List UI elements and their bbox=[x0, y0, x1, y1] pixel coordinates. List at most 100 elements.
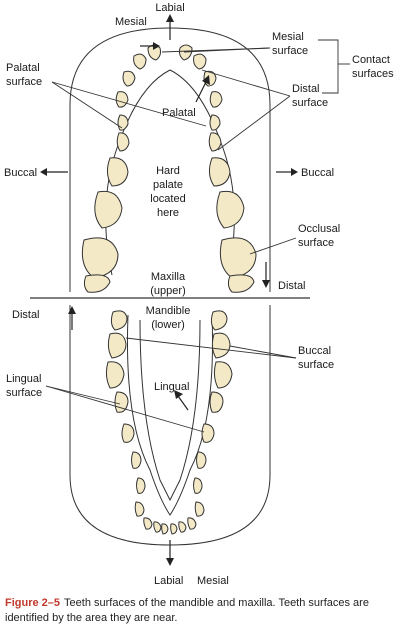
maxillary-tooth bbox=[227, 274, 255, 293]
mandibular-tooth bbox=[143, 517, 153, 530]
label-lingual-surface-1: Lingual bbox=[6, 373, 41, 385]
label-contact-surfaces-2: surfaces bbox=[352, 68, 394, 80]
mandibular-teeth-right bbox=[170, 310, 233, 535]
mandibular-tooth bbox=[196, 451, 207, 469]
lingual-arrow bbox=[177, 395, 189, 411]
maxillary-tooth bbox=[209, 91, 223, 108]
maxillary-teeth bbox=[81, 44, 161, 293]
figure-number: Figure 2–5 bbox=[5, 597, 61, 609]
label-hard-palate-1: Hard bbox=[156, 165, 180, 177]
leader-occlusal-surface bbox=[249, 237, 297, 255]
palatal-arrow bbox=[195, 81, 207, 103]
leader-distal-surface bbox=[201, 69, 291, 97]
maxillary-tooth bbox=[209, 114, 221, 131]
label-palatal-surface-1: Palatal bbox=[6, 62, 40, 74]
label-distal-left: Distal bbox=[12, 309, 40, 321]
leader-lingual-surface bbox=[45, 385, 121, 405]
mandibular-tooth bbox=[161, 523, 169, 535]
label-buccal-left: Buccal bbox=[4, 167, 37, 179]
label-buccal-surface-1: Buccal bbox=[298, 345, 331, 357]
mandibular-tooth bbox=[134, 501, 145, 517]
label-maxilla-1: Maxilla bbox=[151, 271, 186, 283]
label-hard-palate-2: palate bbox=[153, 179, 183, 191]
arrowhead bbox=[202, 75, 210, 85]
label-distal-surface-2: surface bbox=[292, 97, 328, 109]
maxillary-tooth bbox=[193, 53, 207, 70]
label-distal-right: Distal bbox=[278, 280, 306, 292]
mandible-inner-edge bbox=[126, 314, 214, 516]
maxillary-tooth bbox=[83, 274, 111, 293]
maxillary-tooth bbox=[115, 91, 129, 108]
label-lingual-surface-2: surface bbox=[6, 387, 42, 399]
mandibular-tooth bbox=[210, 310, 228, 331]
maxillary-tooth bbox=[216, 190, 245, 229]
mandible-inner-edge-2 bbox=[139, 319, 201, 502]
mandibular-tooth bbox=[170, 523, 178, 535]
mandibular-tooth bbox=[193, 477, 203, 494]
arrowhead bbox=[174, 390, 183, 399]
label-hard-palate-4: here bbox=[157, 207, 179, 219]
maxillary-tooth bbox=[116, 132, 130, 152]
arrowhead bbox=[166, 14, 174, 22]
maxillary-tooth bbox=[81, 237, 119, 279]
mandibular-tooth bbox=[211, 332, 231, 359]
maxillary-tooth bbox=[94, 190, 123, 229]
maxillary-tooth bbox=[117, 114, 129, 131]
mandibular-tooth bbox=[110, 310, 128, 331]
mandibular-tooth bbox=[201, 423, 215, 443]
leader-distal-surface bbox=[217, 95, 291, 151]
mandibular-tooth bbox=[105, 361, 125, 389]
label-labial-top: Labial bbox=[155, 2, 184, 14]
mandibular-tooth bbox=[131, 451, 142, 469]
mandibular-tooth bbox=[178, 521, 187, 533]
label-hard-palate-3: located bbox=[150, 193, 185, 205]
dental-arch-diagram: Labial Mesial Mesial surface Contact sur… bbox=[4, 2, 394, 587]
mandibular-tooth bbox=[194, 501, 205, 517]
leader-mesial-surface bbox=[183, 47, 271, 53]
mandibular-tooth bbox=[153, 521, 162, 533]
arrowhead bbox=[262, 280, 270, 288]
contact-bracket bbox=[318, 39, 339, 94]
arrowhead bbox=[153, 42, 160, 50]
figure-caption-text: Teeth surfaces of the mandible and maxil… bbox=[5, 597, 369, 624]
leader-palatal-surface bbox=[51, 81, 123, 129]
label-mesial-surface-1: Mesial bbox=[272, 31, 304, 43]
maxillary-tooth bbox=[219, 237, 257, 279]
leader-buccal-surface bbox=[125, 337, 297, 359]
mandible-outline bbox=[69, 305, 271, 546]
label-maxilla-2: (upper) bbox=[150, 285, 185, 297]
mandibular-tooth bbox=[121, 423, 135, 443]
label-contact-surfaces-1: Contact bbox=[352, 54, 390, 66]
mandibular-tooth bbox=[187, 517, 197, 530]
maxillary-tooth bbox=[133, 53, 147, 70]
maxillary-tooth bbox=[208, 132, 222, 152]
label-buccal-surface-2: surface bbox=[298, 359, 334, 371]
maxillary-tooth bbox=[179, 44, 193, 61]
mandibular-tooth bbox=[213, 361, 233, 389]
arrowhead bbox=[40, 168, 47, 176]
mandibular-teeth bbox=[105, 310, 169, 535]
label-mandible-2: (lower) bbox=[151, 319, 185, 331]
mandibular-tooth bbox=[209, 391, 224, 413]
label-buccal-right: Buccal bbox=[301, 167, 334, 179]
leader-buccal-surface bbox=[229, 345, 297, 359]
label-labial-bottom: Labial bbox=[154, 575, 183, 587]
diagram-labels: Labial Mesial Mesial surface Contact sur… bbox=[4, 2, 394, 587]
label-lingual: Lingual bbox=[154, 381, 189, 393]
label-mesial-bottom: Mesial bbox=[197, 575, 229, 587]
label-occlusal-surface-1: Occlusal bbox=[298, 223, 340, 235]
arrowhead bbox=[291, 168, 298, 176]
label-occlusal-surface-2: surface bbox=[298, 237, 334, 249]
label-palatal-surface-2: surface bbox=[6, 76, 42, 88]
maxillary-tooth bbox=[106, 157, 129, 187]
arrowhead bbox=[166, 558, 174, 566]
label-mesial-top: Mesial bbox=[115, 16, 147, 28]
mandibular-tooth bbox=[107, 332, 127, 359]
direction-arrows bbox=[40, 14, 298, 566]
maxillary-tooth bbox=[122, 70, 136, 87]
mandibular-tooth bbox=[136, 477, 146, 494]
arrowhead bbox=[68, 306, 76, 314]
label-distal-surface-1: Distal bbox=[292, 83, 320, 95]
leader-palatal-surface bbox=[51, 81, 207, 127]
